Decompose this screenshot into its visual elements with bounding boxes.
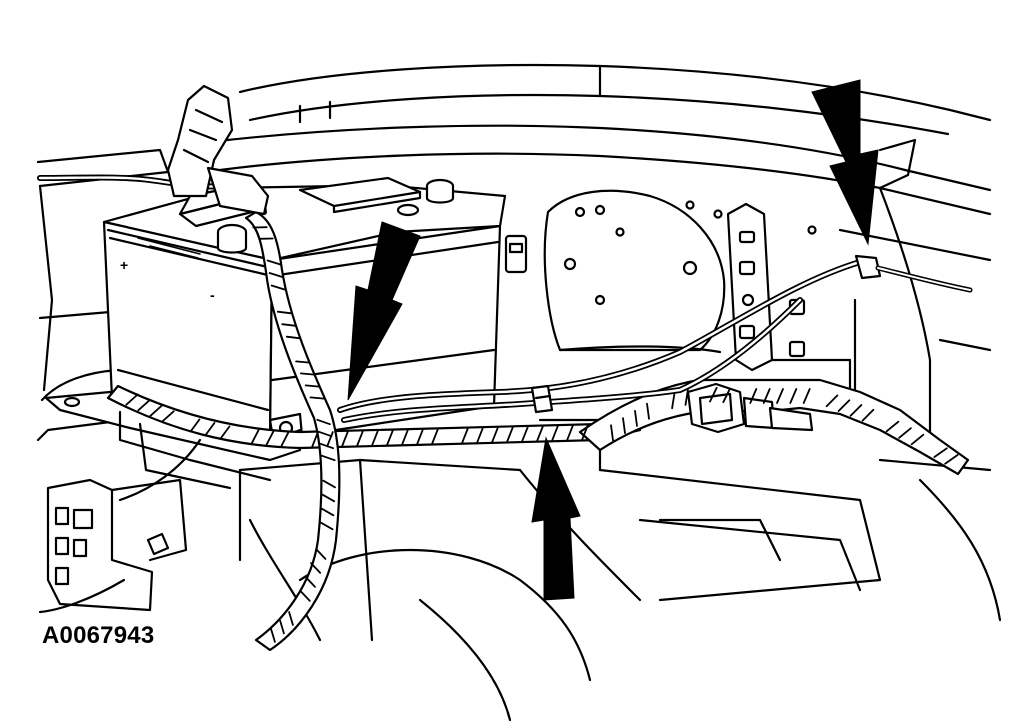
figure-id-label: A0067943 (42, 622, 155, 649)
wrap-tick (849, 404, 863, 417)
wrap-tick (276, 310, 293, 315)
wrap-tick (431, 428, 439, 445)
inner-fender-panel (504, 189, 852, 402)
wrap-tick (321, 493, 336, 503)
wrap-tick (299, 372, 316, 376)
wrap-tick (944, 454, 959, 465)
wrap-tick (709, 386, 718, 403)
wrap-tick (285, 335, 302, 340)
battery-marking-left: + (120, 257, 128, 273)
wrap-tick (491, 426, 499, 443)
wiring-harness (37, 84, 973, 652)
wrap-tick (371, 429, 379, 447)
wrap-tick (321, 454, 336, 462)
wrap-tick (316, 418, 331, 426)
wrap-tick (356, 430, 364, 447)
wrap-tick (219, 425, 231, 440)
wrap-tick (762, 388, 771, 404)
wrap-tick (551, 425, 559, 442)
harness-wrap-marks (125, 226, 959, 643)
wrap-tick (189, 418, 201, 433)
wrap-tick (837, 399, 851, 412)
wrap-tick (311, 431, 319, 448)
wrap-tick (149, 404, 163, 417)
wrap-tick (268, 272, 284, 278)
wrap-tick (319, 442, 335, 450)
lower-bracket (38, 478, 188, 614)
battery: + - (102, 176, 507, 442)
wrap-tick (280, 431, 290, 447)
wrap-tick (309, 396, 325, 400)
wrap-tick (270, 284, 286, 291)
wrap-tick (521, 425, 529, 443)
wrap-tick (506, 426, 514, 443)
wrap-tick (295, 360, 311, 364)
wrap-tick (910, 433, 925, 446)
wrap-tick (401, 429, 409, 446)
wrap-tick (776, 388, 784, 404)
wrap-tick (315, 548, 327, 560)
wrap-tick (825, 394, 839, 408)
wrap-tick (320, 507, 335, 517)
engine-outline (238, 418, 1002, 722)
wrap-tick (304, 576, 316, 588)
wrap-tick (476, 427, 484, 444)
wrap-tick (634, 409, 638, 427)
wrap-tick (299, 590, 311, 602)
battery-marking-right: - (210, 287, 215, 303)
wrap-tick (933, 447, 948, 458)
wrap-tick (310, 562, 322, 574)
wrap-tick (749, 388, 758, 404)
arrow-down-harness-icon (347, 221, 421, 401)
wrap-tick (566, 424, 574, 441)
wrap-tick (416, 428, 424, 445)
wrap-tick (536, 425, 544, 442)
wrap-tick (610, 424, 614, 442)
wrap-tick (885, 420, 900, 433)
callout-arrows (347, 79, 879, 601)
wrap-tick (266, 259, 282, 266)
arrow-up-clip-icon (531, 436, 581, 601)
wrap-tick (386, 429, 394, 446)
wrap-tick (622, 417, 626, 435)
wrap-tick (722, 387, 731, 404)
wrap-tick (646, 402, 650, 420)
wrap-tick (898, 427, 912, 439)
wrap-tick (279, 619, 285, 635)
wrap-tick (270, 628, 276, 643)
wrap-tick (250, 429, 260, 445)
wrap-tick (161, 410, 175, 423)
wrap-tick (861, 408, 875, 422)
wrap-tick (265, 430, 275, 446)
wrap-tick (671, 392, 676, 410)
wrap-tick (288, 611, 294, 626)
wrap-tick (204, 421, 216, 437)
wrap-tick (789, 388, 798, 404)
wrap-tick (137, 399, 151, 412)
arrow-down-sensor-icon (811, 79, 879, 246)
wrap-tick (802, 388, 811, 404)
wrap-tick (341, 430, 349, 447)
wrap-tick (684, 388, 689, 406)
wrap-tick (281, 323, 297, 327)
wrap-tick (304, 384, 321, 388)
wrap-tick (320, 521, 334, 531)
wrap-tick (125, 393, 139, 406)
wrap-tick (461, 427, 469, 444)
wrap-tick (326, 431, 334, 448)
wrap-tick (322, 479, 336, 489)
wrap-tick (317, 430, 333, 438)
wrap-tick (581, 424, 589, 441)
